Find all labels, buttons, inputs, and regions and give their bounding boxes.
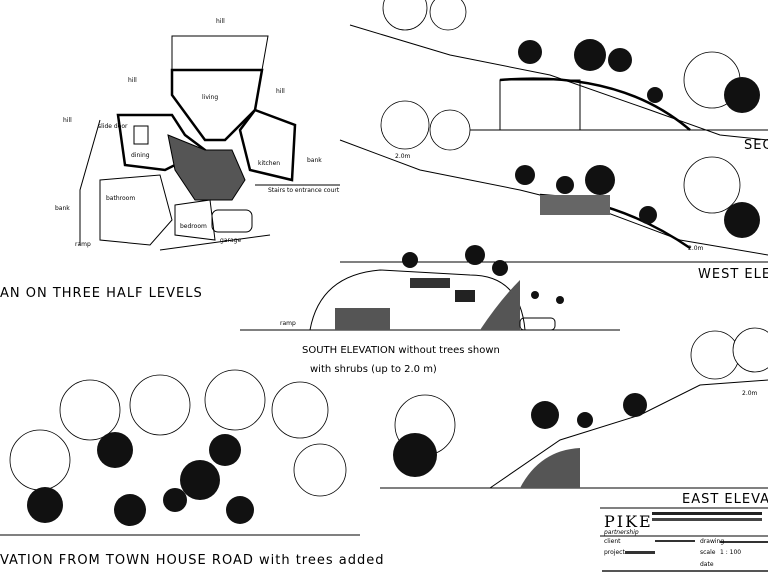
plan-label-hill: hill [216,18,225,25]
town-house-road-elevation [0,369,360,536]
plan-label-bank: bank [307,157,322,164]
section-title: SEC [744,138,768,153]
plan-label-hill: hill [63,117,72,124]
scale-label: scale [700,549,716,556]
scale-value: 1 : 100 [720,549,741,556]
date-label: date [700,561,714,568]
client-label: client [604,538,621,545]
plan-label-bedroom: bedroom [180,223,207,230]
west-elevation-title: WEST ELEV [698,267,768,282]
plan-label-bathroom: bathroom [106,195,135,202]
plan-label-hill: hill [128,77,137,84]
east-height-label: 2.0m [742,390,758,397]
south-elevation-subtitle: with shrubs (up to 2.0 m) [310,364,437,375]
east-elevation-title: EAST ELEVAT [682,492,768,507]
plan-label-bank: bank [55,205,70,212]
plan-label-garage: garage [220,237,241,244]
title-block [600,507,768,572]
floor-plan [79,35,340,251]
south-elevation [240,245,620,331]
brand-logo: PIKE [604,512,653,531]
east-elevation [380,327,768,489]
plan-label-hill: hill [276,88,285,95]
plan-label-stairs: Stairs to entrance court [268,187,340,194]
plan-label-living: living [202,94,218,101]
plan-label-slide-door: slide door [98,123,128,130]
plan-label-ramp: ramp [75,241,91,248]
project-label: project [604,549,625,556]
plan-title: AN ON THREE HALF LEVELS [0,286,203,301]
plan-label-dining: dining [131,152,150,159]
drawing-label: drawing [700,538,724,545]
section-height-label: 2.0m [395,153,411,160]
section-drawing [349,0,768,141]
road-elevation-title: VATION FROM TOWN HOUSE ROAD with trees a… [0,553,384,568]
west-height-label: 2.0m [688,245,704,252]
west-elevation [339,100,768,263]
plan-label-kitchen: kitchen [258,160,280,167]
brand-subtitle: partnership [603,529,639,536]
south-elevation-title: SOUTH ELEVATION without trees shown [302,345,500,356]
south-ramp-label: ramp [280,320,296,327]
